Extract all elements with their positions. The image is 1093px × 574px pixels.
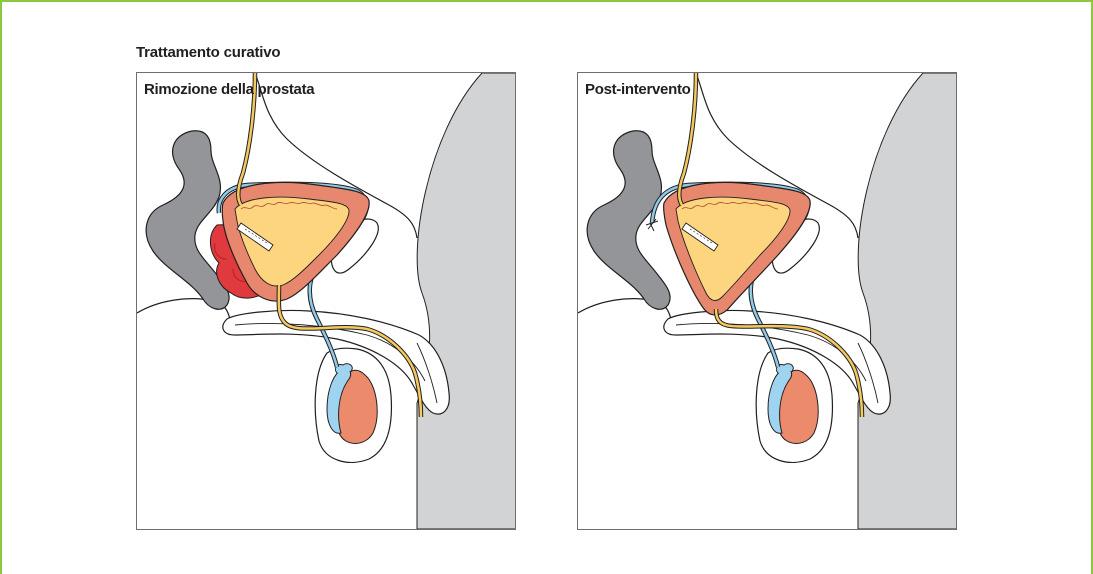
anatomy-illustration — [137, 73, 515, 529]
panel-post-surgery: Post-intervento — [577, 72, 957, 530]
panel-title: Rimozione della prostata — [144, 81, 314, 98]
panel-prostate-removal: Rimozione della prostata — [136, 72, 516, 530]
body-shade — [417, 73, 515, 529]
body-shade — [858, 73, 956, 529]
anatomy-illustration — [578, 73, 956, 529]
rectum — [587, 131, 670, 310]
figure-title: Trattamento curativo — [136, 44, 280, 61]
panel-title: Post-intervento — [585, 81, 691, 98]
rectum — [146, 131, 229, 310]
